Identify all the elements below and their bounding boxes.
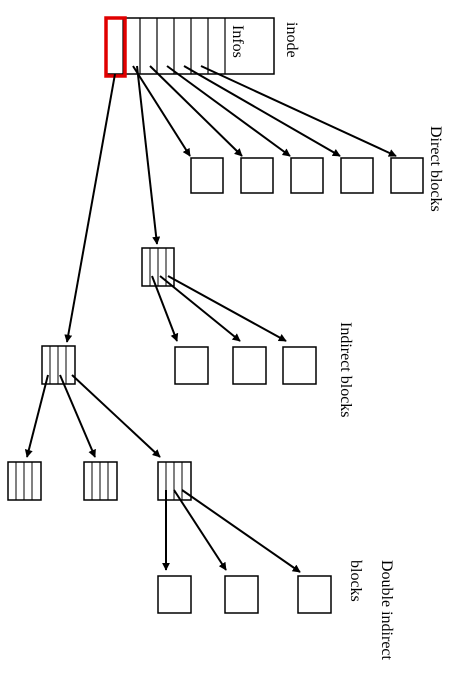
data-block — [340, 157, 374, 194]
pointer-arrow — [149, 65, 243, 157]
pointer-arrow — [151, 275, 179, 342]
inode-label: inode — [283, 22, 300, 58]
pointer-arrow — [167, 275, 287, 342]
double-indirect-label-line1: Double indirect — [378, 560, 395, 661]
pointer-arrow — [24, 374, 49, 458]
inode-box — [105, 17, 275, 75]
inode-record: Infos — [104, 16, 275, 78]
data-block — [297, 575, 332, 614]
indirect-blocks-label: Indirect blocks — [337, 322, 354, 418]
pointer-arrow — [159, 275, 241, 342]
data-block — [290, 157, 324, 194]
pointer-arrow — [181, 489, 301, 573]
double-indirect-label-line2: blocks — [347, 560, 364, 602]
double-indirect-blocks — [7, 73, 332, 614]
data-block — [224, 575, 259, 614]
data-block — [240, 157, 274, 194]
pointer-arrow — [59, 374, 96, 458]
indirect-blocks — [136, 65, 317, 385]
pointer-arrow — [200, 65, 397, 157]
pointer-arrow — [183, 65, 341, 157]
data-block — [190, 157, 224, 194]
pointer-arrow — [166, 65, 291, 157]
direct-blocks — [132, 65, 424, 194]
data-block — [157, 575, 192, 614]
pointer-arrow — [132, 65, 191, 157]
infos-label: Infos — [229, 25, 246, 58]
pointer-arrow — [136, 65, 161, 245]
pointer-arrow — [71, 374, 161, 458]
data-block — [282, 346, 317, 385]
direct-blocks-label: Direct blocks — [427, 126, 444, 212]
pointer-arrow — [64, 73, 116, 343]
data-block — [390, 157, 424, 194]
data-block — [174, 346, 209, 385]
pointer-arrow — [173, 489, 227, 571]
data-block — [232, 346, 267, 385]
